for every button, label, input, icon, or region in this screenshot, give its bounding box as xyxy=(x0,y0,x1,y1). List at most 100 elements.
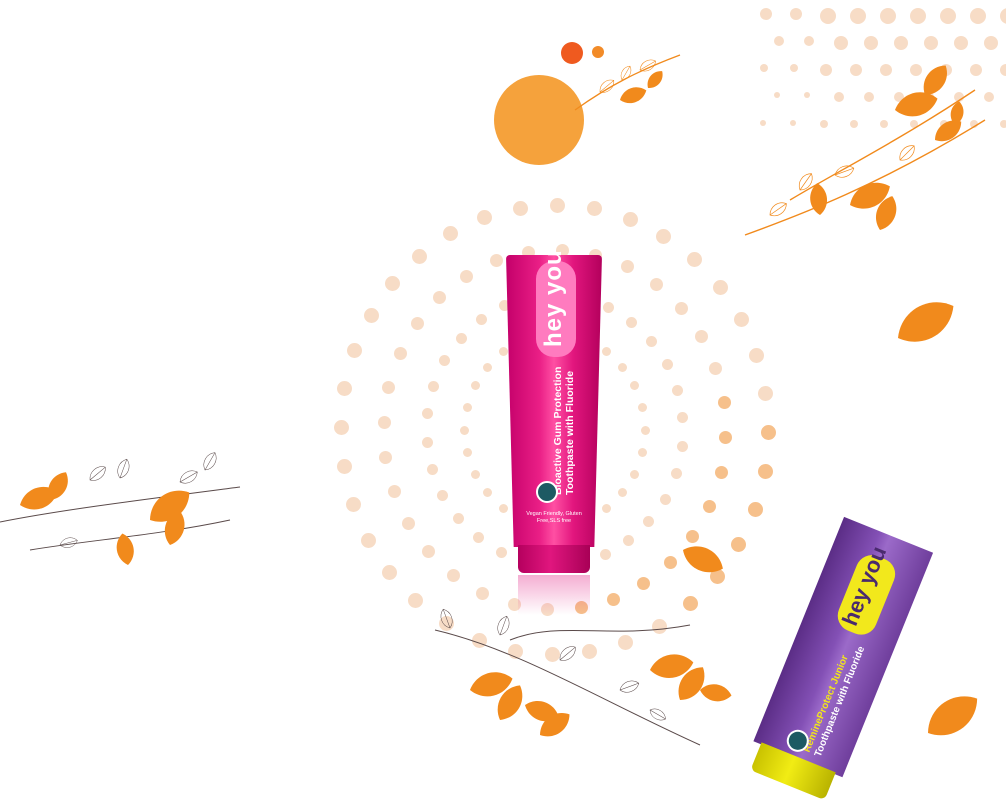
burst-dot xyxy=(661,358,673,370)
burst-dot xyxy=(508,643,524,659)
corner-dot xyxy=(864,92,874,102)
burst-dot xyxy=(601,503,611,513)
burst-dot xyxy=(410,317,424,331)
corner-dot xyxy=(820,120,828,128)
burst-dot xyxy=(507,598,521,612)
burst-dot xyxy=(674,301,688,315)
burst-dot xyxy=(709,569,725,584)
burst-dot xyxy=(361,532,377,548)
burst-dot xyxy=(447,568,461,582)
pink-toothpaste-tube: hey you Bioactive Gum Protection Toothpa… xyxy=(506,249,602,573)
burst-dot xyxy=(630,469,640,479)
burst-dot xyxy=(452,513,464,525)
corner-dot xyxy=(970,8,986,24)
burst-dot xyxy=(622,211,638,227)
burst-dot xyxy=(626,316,638,328)
corner-dot xyxy=(984,36,998,50)
burst-dot xyxy=(512,200,528,216)
corner-dot xyxy=(790,64,798,72)
burst-dot xyxy=(421,436,433,448)
corner-dot xyxy=(1000,8,1006,24)
sun-small-icon xyxy=(561,42,583,64)
burst-dot xyxy=(428,380,440,392)
tube-label-band xyxy=(536,261,576,357)
burst-dot xyxy=(476,586,490,600)
burst-dot xyxy=(472,532,484,544)
burst-dot xyxy=(482,488,492,498)
corner-dot xyxy=(834,36,848,50)
corner-dot xyxy=(880,64,892,76)
burst-dot xyxy=(643,516,655,528)
burst-dot xyxy=(393,347,407,361)
corner-dot xyxy=(804,36,814,46)
corner-dot xyxy=(880,8,896,24)
burst-dot xyxy=(640,425,650,435)
brand-logo: hey you xyxy=(540,249,567,347)
burst-dot xyxy=(499,503,509,513)
corner-dot xyxy=(864,36,878,50)
sun-circle-icon xyxy=(494,75,584,165)
burst-dot xyxy=(459,269,473,283)
burst-dot xyxy=(499,300,511,312)
leaf-spray-icon xyxy=(744,89,986,236)
corner-dot xyxy=(850,64,862,76)
burst-dot xyxy=(439,355,451,367)
burst-dot xyxy=(476,210,492,226)
burst-dot xyxy=(712,279,728,295)
burst-dot xyxy=(475,314,487,326)
burst-dot xyxy=(638,402,648,412)
tube-reflection xyxy=(518,575,590,615)
burst-dot xyxy=(717,396,731,410)
burst-dot xyxy=(574,601,588,615)
burst-dot xyxy=(333,420,349,436)
burst-dot xyxy=(437,490,449,502)
product-line-2: Toothpaste with Fluoride xyxy=(564,370,576,495)
burst-dot xyxy=(670,468,682,480)
corner-dot xyxy=(1000,120,1006,128)
product-line-1: Bioactive Gum Protection xyxy=(552,366,564,495)
burst-dot xyxy=(683,596,699,612)
corner-dot xyxy=(924,36,938,50)
corner-dot xyxy=(820,64,832,76)
corner-dot xyxy=(1000,64,1006,76)
burst-dot xyxy=(470,381,480,391)
corner-dot xyxy=(760,120,766,126)
burst-dot xyxy=(606,592,620,606)
burst-dot xyxy=(656,228,672,244)
corner-dot xyxy=(894,92,904,102)
burst-dot xyxy=(490,254,504,268)
corner-dot xyxy=(910,120,918,128)
corner-dot xyxy=(940,8,956,24)
burst-dot xyxy=(603,302,615,314)
burst-dot xyxy=(462,448,472,458)
burst-dot xyxy=(455,332,467,344)
corner-dot xyxy=(910,8,926,24)
burst-dot xyxy=(686,529,700,543)
leaf-spray-icon xyxy=(574,54,681,111)
burst-dot xyxy=(377,415,391,429)
burst-dot xyxy=(462,402,472,412)
burst-dot xyxy=(442,226,458,242)
corner-dot xyxy=(954,36,968,50)
burst-dot xyxy=(336,459,352,475)
corner-dot xyxy=(984,92,994,102)
burst-dot xyxy=(677,412,689,424)
burst-dot xyxy=(387,485,401,499)
burst-dot xyxy=(460,425,470,435)
burst-dot xyxy=(499,347,509,357)
burst-dot xyxy=(686,251,702,267)
burst-dot xyxy=(482,362,492,372)
burst-dot xyxy=(659,493,671,505)
corner-dot xyxy=(954,92,964,102)
tube-cap xyxy=(518,545,590,573)
corner-dot xyxy=(760,8,772,20)
burst-dot xyxy=(638,448,648,458)
burst-dot xyxy=(676,440,688,452)
burst-dot xyxy=(582,644,598,660)
corner-dot xyxy=(790,8,802,20)
burst-dot xyxy=(545,647,561,663)
burst-dot xyxy=(703,499,717,513)
burst-dot xyxy=(470,469,480,479)
burst-dot xyxy=(749,347,765,363)
